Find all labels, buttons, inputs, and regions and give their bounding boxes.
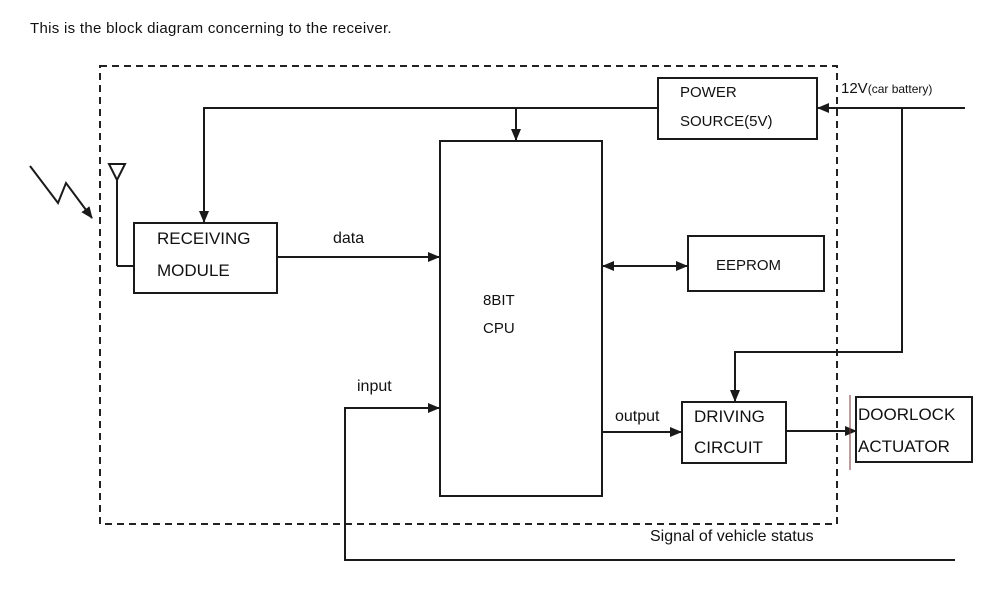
- doorlock-actuator-label-2: ACTUATOR: [858, 431, 950, 462]
- cpu-block: [439, 140, 603, 497]
- driving-circuit-label-1: DRIVING: [694, 401, 765, 432]
- power-source-label-1: POWER: [680, 77, 737, 108]
- driving-circuit-label-2: CIRCUIT: [694, 432, 763, 463]
- vehicle-signal-label: Signal of vehicle status: [650, 528, 814, 546]
- input-label: input: [357, 378, 392, 396]
- power-source-label-2: SOURCE(5V): [680, 106, 773, 137]
- page-title: This is the block diagram concerning to …: [30, 20, 392, 37]
- cpu-label-1: 8BIT: [483, 285, 515, 316]
- battery-voltage: 12V: [841, 80, 868, 97]
- cpu-label-2: CPU: [483, 313, 515, 344]
- doorlock-actuator-label-1: DOORLOCK: [858, 399, 955, 430]
- battery-label: 12V(car battery): [841, 80, 932, 97]
- output-label: output: [615, 408, 659, 426]
- eeprom-label: EEPROM: [716, 250, 781, 281]
- rf-signal-icon: [30, 166, 92, 218]
- antenna-icon: [109, 164, 134, 266]
- battery-note: (car battery): [868, 82, 933, 96]
- receiving-module-label-1: RECEIVING: [157, 223, 251, 254]
- receiving-module-label-2: MODULE: [157, 255, 230, 286]
- data-label: data: [333, 230, 364, 248]
